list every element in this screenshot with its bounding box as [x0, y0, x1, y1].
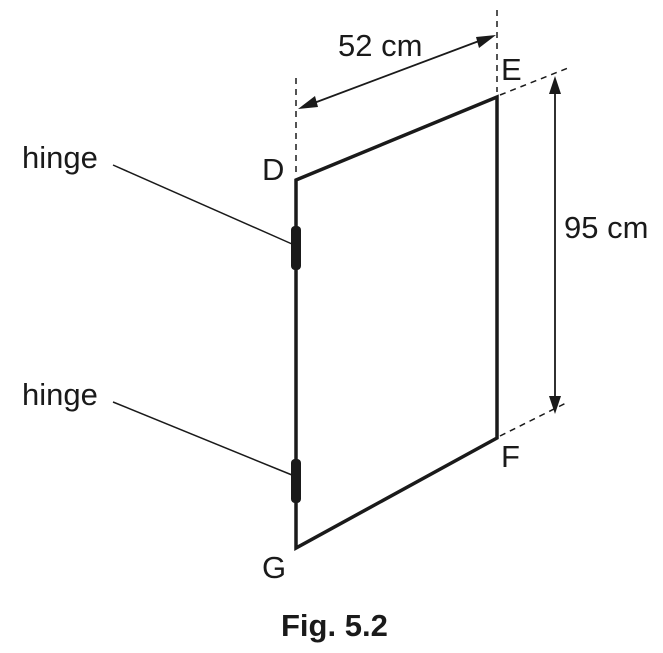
width-arrowhead-right [476, 35, 496, 48]
hinge-label-top: hinge [22, 140, 98, 175]
height-arrowhead-bottom [549, 396, 561, 414]
height-arrowhead-top [549, 76, 561, 94]
hinge-label-bottom: hinge [22, 377, 98, 412]
hinge-top-leader [112, 164, 293, 245]
width-dimension-line [305, 37, 488, 107]
vertex-label-d: D [262, 152, 284, 187]
vertex-label-e: E [501, 52, 522, 87]
dimension-width-label: 52 cm [338, 28, 422, 63]
extension-line-f-right [499, 401, 569, 437]
figure-caption: Fig. 5.2 [281, 608, 388, 643]
hinge-top [291, 226, 301, 270]
hinge-bottom-leader [112, 401, 293, 476]
vertex-label-g: G [262, 550, 286, 585]
vertex-label-f: F [501, 439, 520, 474]
hinge-bottom [291, 459, 301, 503]
door-outline [294, 94, 499, 551]
dimension-height-label: 95 cm [564, 210, 648, 245]
width-arrowhead-left [298, 96, 318, 109]
extension-line-e-right [499, 67, 569, 96]
